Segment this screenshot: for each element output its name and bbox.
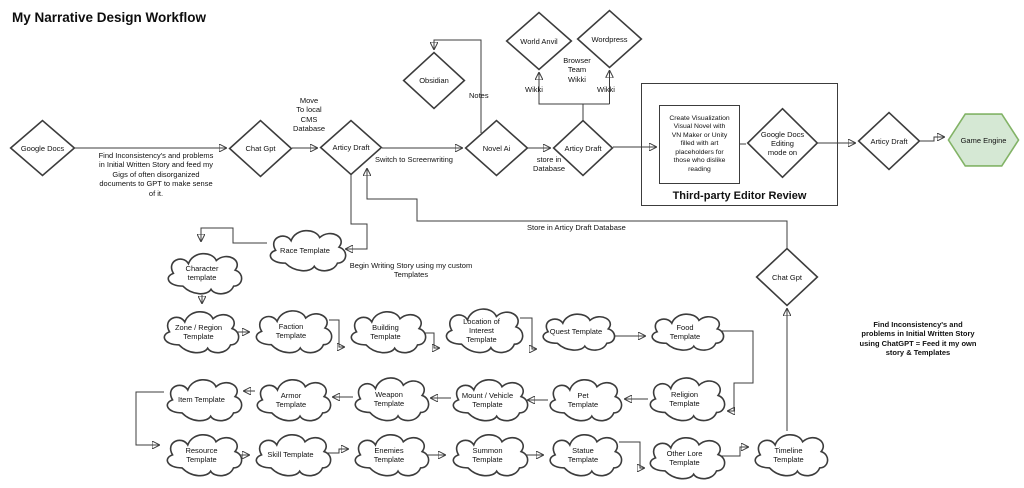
node-faction-template[interactable]: Faction Template (252, 306, 330, 356)
edge-statue-to-otherlore (619, 441, 644, 468)
annotation-wikki-left: Wikki (525, 85, 543, 94)
node-religion-template[interactable]: Religion Template (646, 373, 723, 424)
diagram-title: My Narrative Design Workflow (12, 10, 207, 25)
edge-articy3-to-game-engine (920, 137, 944, 142)
node-mount-vehicle-template[interactable]: Mount / Vehicle Template (449, 375, 526, 424)
node-articy-draft-3[interactable]: Articy Draft (858, 112, 920, 170)
node-google-docs[interactable]: Google Docs (10, 120, 75, 176)
edge-otherlore-to-timeline (721, 447, 748, 457)
node-building-template[interactable]: Building Template (347, 307, 424, 356)
node-statue-template[interactable]: Statue Template (546, 430, 620, 479)
node-item-template[interactable]: Item Template (163, 375, 240, 424)
node-weapon-template[interactable]: Weapon Template (351, 373, 427, 424)
node-food-template[interactable]: Food Template (648, 310, 722, 353)
node-obsidian[interactable]: Obsidian (403, 52, 465, 109)
node-articy-draft-2[interactable]: Articy Draft (553, 120, 613, 176)
annotation-store-articy-note: Store in Articy Draft Database (527, 223, 626, 232)
node-world-anvil[interactable]: World Anvil (506, 12, 572, 70)
annotation-gpt-feed-note: Find Inconsistency's and problems in Ini… (98, 151, 214, 198)
node-chat-gpt-1[interactable]: Chat Gpt (229, 120, 292, 177)
node-race-template[interactable]: Race Template (266, 226, 344, 274)
node-game-engine[interactable]: Game Engine (947, 113, 1020, 167)
node-timeline-template[interactable]: Timeline Template (751, 430, 826, 479)
annotation-wikki-right: Wikki (597, 85, 615, 94)
node-wordpress[interactable]: Wordpress (577, 10, 642, 68)
node-pet-template[interactable]: Pet Template (546, 375, 620, 424)
edge-articy1-to-race (346, 175, 368, 249)
edge-race-to-character (201, 227, 267, 244)
node-skill-template[interactable]: Skill Template (252, 430, 329, 479)
node-articy-draft-1[interactable]: Articy Draft (320, 120, 382, 175)
node-chat-gpt-2[interactable]: Chat Gpt (756, 248, 818, 306)
annotation-switch-screenwriting: Switch to Screenwriting (375, 155, 453, 164)
edge-item-to-resource (135, 391, 164, 445)
node-other-lore-template[interactable]: Other Lore Template (646, 433, 723, 482)
annotation-notes-label: Notes (469, 91, 489, 100)
node-location-of-interest-template[interactable]: Location of Interest Template (442, 304, 521, 356)
third-party-review-label: Third-party Editor Review (672, 190, 807, 202)
edge-skill-to-enemies (327, 449, 348, 454)
node-google-docs-editing[interactable]: Google Docs Editing mode on (747, 108, 818, 178)
node-summon-template[interactable]: Summon Template (449, 430, 526, 479)
node-quest-template[interactable]: Quest Template (539, 310, 613, 353)
node-armor-template[interactable]: Armor Template (253, 375, 329, 424)
edge-food-to-religion (721, 330, 754, 411)
third-party-review-group[interactable]: Third-party Editor Review (641, 83, 838, 206)
node-character-template[interactable]: Character template (164, 249, 240, 297)
annotation-move-cms-note: Move To local CMS Database (292, 96, 326, 134)
annotation-begin-writing-note: Begin Writing Story using my custom Temp… (349, 261, 473, 280)
node-resource-template[interactable]: Resource Template (163, 430, 240, 479)
node-zone-region-template[interactable]: Zone / Region Template (160, 307, 237, 356)
node-novel-ai[interactable]: Novel Ai (465, 120, 528, 176)
annotation-chatgpt-templates-note: Find Inconsistency's and problems in Ini… (859, 320, 977, 358)
annotation-store-in-database: store in Database (532, 155, 566, 174)
annotation-browser-team-wikki: Browser Team Wikki (563, 56, 591, 84)
node-visualization-box[interactable]: Create Visualization Visual Novel with V… (659, 105, 740, 184)
node-enemies-template[interactable]: Enemies Template (351, 430, 427, 479)
